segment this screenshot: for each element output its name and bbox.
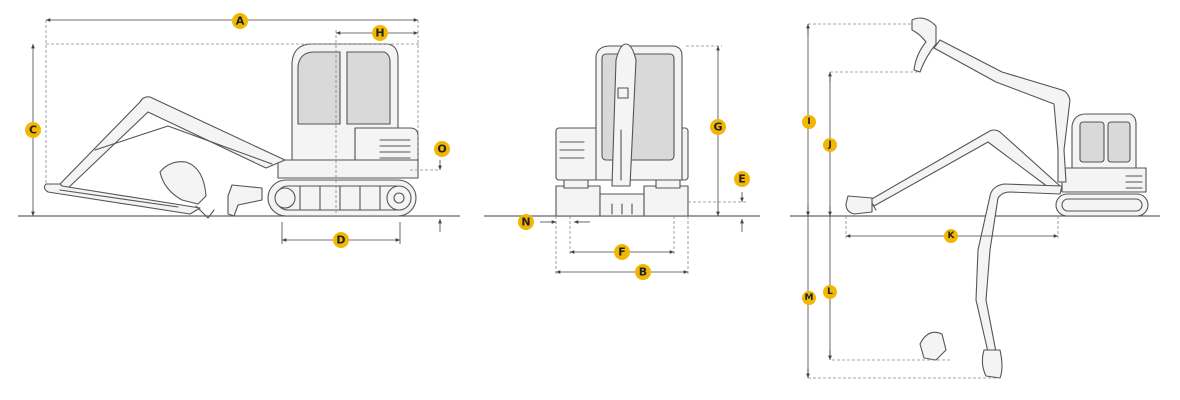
range-boom-high <box>933 39 1071 183</box>
svg-text:H: H <box>375 27 384 40</box>
label-K: K <box>944 229 958 243</box>
side-upper-frame <box>277 159 419 179</box>
label-G: G <box>710 119 726 135</box>
side-bucket <box>159 161 207 205</box>
svg-text:N: N <box>521 216 530 229</box>
range-bucket-high <box>911 17 937 73</box>
range-boom-depth <box>975 183 1063 353</box>
label-J: J <box>823 138 837 152</box>
front-view <box>484 43 760 276</box>
label-B: B <box>635 264 651 280</box>
label-A: A <box>232 13 248 29</box>
svg-text:I: I <box>807 117 810 127</box>
side-view <box>18 18 460 244</box>
svg-text:G: G <box>713 121 722 134</box>
label-N: N <box>518 214 534 230</box>
label-M: M <box>802 291 816 305</box>
side-cab-window-rear <box>346 51 391 125</box>
svg-text:K: K <box>948 231 956 241</box>
working-range-view <box>790 17 1160 379</box>
svg-text:F: F <box>618 246 626 259</box>
front-boom <box>611 43 637 187</box>
label-O: O <box>434 141 450 157</box>
range-bucket-l <box>919 331 947 361</box>
svg-text:O: O <box>437 143 446 156</box>
front-track-left <box>555 185 601 217</box>
svg-text:A: A <box>236 15 245 28</box>
range-track <box>1055 193 1149 217</box>
label-F: F <box>614 244 630 260</box>
front-track-right <box>643 185 689 217</box>
svg-text:M: M <box>805 293 814 303</box>
svg-text:J: J <box>827 140 831 150</box>
side-cab-window-front <box>297 51 341 125</box>
label-C: C <box>25 122 41 138</box>
label-D: D <box>333 232 349 248</box>
label-I: I <box>802 115 816 129</box>
svg-text:L: L <box>827 287 833 297</box>
label-E: E <box>734 171 750 187</box>
side-boom <box>59 96 286 191</box>
svg-text:C: C <box>29 124 37 137</box>
range-bucket-reach <box>845 195 873 215</box>
svg-text:B: B <box>639 266 647 279</box>
range-boom-reach <box>869 129 1061 207</box>
dozer-blade <box>227 184 263 217</box>
svg-text:E: E <box>738 173 746 186</box>
range-bucket-depth <box>981 349 1003 379</box>
label-H: H <box>372 25 388 41</box>
side-track <box>267 179 417 217</box>
label-L: L <box>823 285 837 299</box>
svg-text:D: D <box>336 234 345 247</box>
engine-hood <box>354 127 419 161</box>
